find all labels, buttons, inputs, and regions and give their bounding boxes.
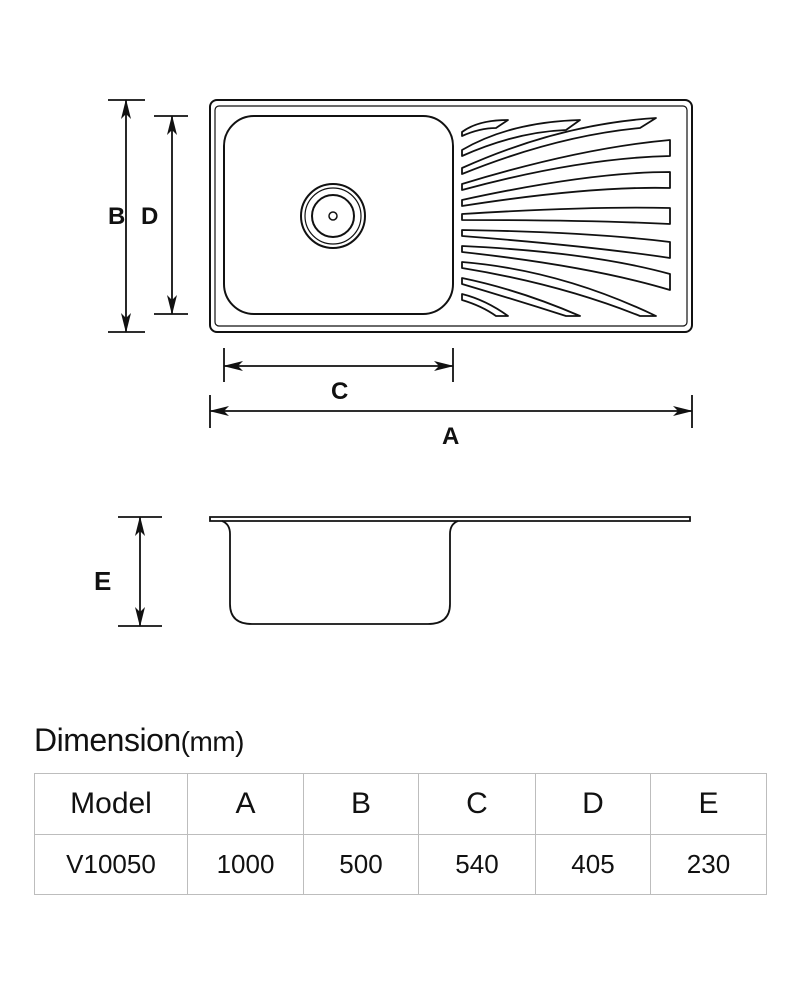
sink-side-view [209, 516, 691, 625]
sink-bowl [223, 115, 454, 315]
header-e: E [650, 773, 767, 835]
header-b: B [303, 773, 419, 835]
dimension-c [223, 348, 454, 382]
sink-side-rim [209, 516, 691, 522]
dimension-c-label: C [331, 378, 348, 405]
sink-outer-rim [209, 99, 693, 333]
cell-a: 1000 [187, 834, 304, 895]
cell-c: 540 [418, 834, 536, 895]
header-a: A [187, 773, 304, 835]
dimension-e-label: E [94, 566, 111, 596]
title-text: Dimension [34, 722, 181, 758]
sink-top-view [209, 99, 693, 333]
cell-d: 405 [535, 834, 651, 895]
header-model: Model [34, 773, 188, 835]
cell-model: V10050 [34, 834, 188, 895]
header-c: C [418, 773, 536, 835]
dimension-a [209, 395, 693, 428]
drainboard-grooves [461, 117, 671, 317]
sink-technical-drawing: B D C A E [94, 99, 693, 627]
dimension-a-label: A [442, 423, 459, 450]
drain-icon [300, 183, 366, 249]
dimension-d [154, 115, 188, 315]
dimension-table: Model A B C D E V10050 1000 500 540 405 … [34, 773, 767, 895]
table-header-row: Model A B C D E [34, 773, 767, 835]
header-d: D [535, 773, 651, 835]
dimension-e [118, 516, 162, 627]
title-unit: (mm) [180, 726, 245, 757]
table-row: V10050 1000 500 540 405 230 [34, 834, 767, 895]
sink-side-bowl [221, 520, 459, 625]
dimension-b [108, 99, 145, 333]
dimension-d-label: D [141, 203, 158, 230]
cell-e: 230 [650, 834, 767, 895]
sink-inner-rim [214, 105, 688, 327]
cell-b: 500 [303, 834, 419, 895]
dimension-b-label: B [108, 203, 125, 230]
dimension-title: Dimension(mm) [34, 722, 244, 759]
